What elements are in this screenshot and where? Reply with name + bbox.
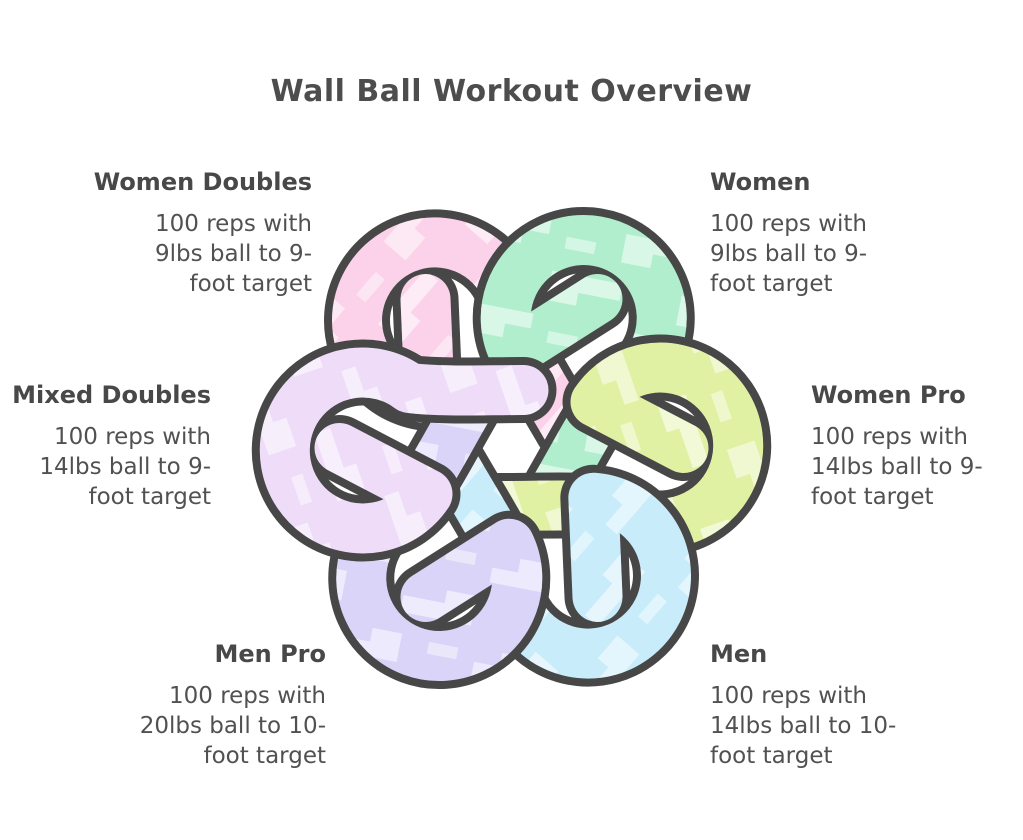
label-men: Men 100 reps with 14lbs ball to 10- foot… xyxy=(710,640,1000,771)
label-line: foot target xyxy=(811,484,934,510)
label-line: 14lbs ball to 10- xyxy=(710,713,897,739)
label-line: foot target xyxy=(88,484,211,510)
label-mixed-doubles-title: Mixed Doubles xyxy=(12,381,211,409)
label-women-doubles: Women Doubles 100 reps with 9lbs ball to… xyxy=(22,168,312,299)
label-line: 100 reps with xyxy=(154,211,312,237)
label-line: 14lbs ball to 9- xyxy=(39,454,211,480)
label-women-body: 100 reps with 9lbs ball to 9- foot targe… xyxy=(710,209,1000,299)
label-mixed-doubles-body: 100 reps with 14lbs ball to 9- foot targ… xyxy=(0,422,211,512)
label-men-pro-body: 100 reps with 20lbs ball to 10- foot tar… xyxy=(36,681,326,771)
label-men-pro: Men Pro 100 reps with 20lbs ball to 10- … xyxy=(36,640,326,771)
label-women-doubles-title: Women Doubles xyxy=(93,168,312,196)
label-men-title: Men xyxy=(710,640,768,668)
label-mixed-doubles: Mixed Doubles 100 reps with 14lbs ball t… xyxy=(0,381,211,512)
label-line: 9lbs ball to 9- xyxy=(710,241,868,267)
label-women: Women 100 reps with 9lbs ball to 9- foot… xyxy=(710,168,1000,299)
label-line: 20lbs ball to 10- xyxy=(139,713,326,739)
knot-center-group xyxy=(285,211,738,684)
label-women-pro-body: 100 reps with 14lbs ball to 9- foot targ… xyxy=(811,422,1023,512)
label-line: foot target xyxy=(710,743,833,769)
label-line: 100 reps with xyxy=(811,424,969,450)
page-title: Wall Ball Workout Overview xyxy=(270,74,753,110)
label-line: 100 reps with xyxy=(710,683,868,709)
label-women-title: Women xyxy=(710,168,811,196)
label-men-body: 100 reps with 14lbs ball to 10- foot tar… xyxy=(710,681,1000,771)
label-line: foot target xyxy=(203,743,326,769)
label-women-pro: Women Pro 100 reps with 14lbs ball to 9-… xyxy=(811,381,1023,512)
label-line: foot target xyxy=(710,271,833,297)
label-men-pro-title: Men Pro xyxy=(214,640,326,668)
label-line: 100 reps with xyxy=(53,424,211,450)
label-women-pro-title: Women Pro xyxy=(811,381,966,409)
label-line: 100 reps with xyxy=(168,683,326,709)
label-line: foot target xyxy=(189,271,312,297)
label-line: 14lbs ball to 9- xyxy=(811,454,983,480)
label-line: 9lbs ball to 9- xyxy=(154,241,312,267)
label-line: 100 reps with xyxy=(710,211,868,237)
label-women-doubles-body: 100 reps with 9lbs ball to 9- foot targe… xyxy=(22,209,312,299)
